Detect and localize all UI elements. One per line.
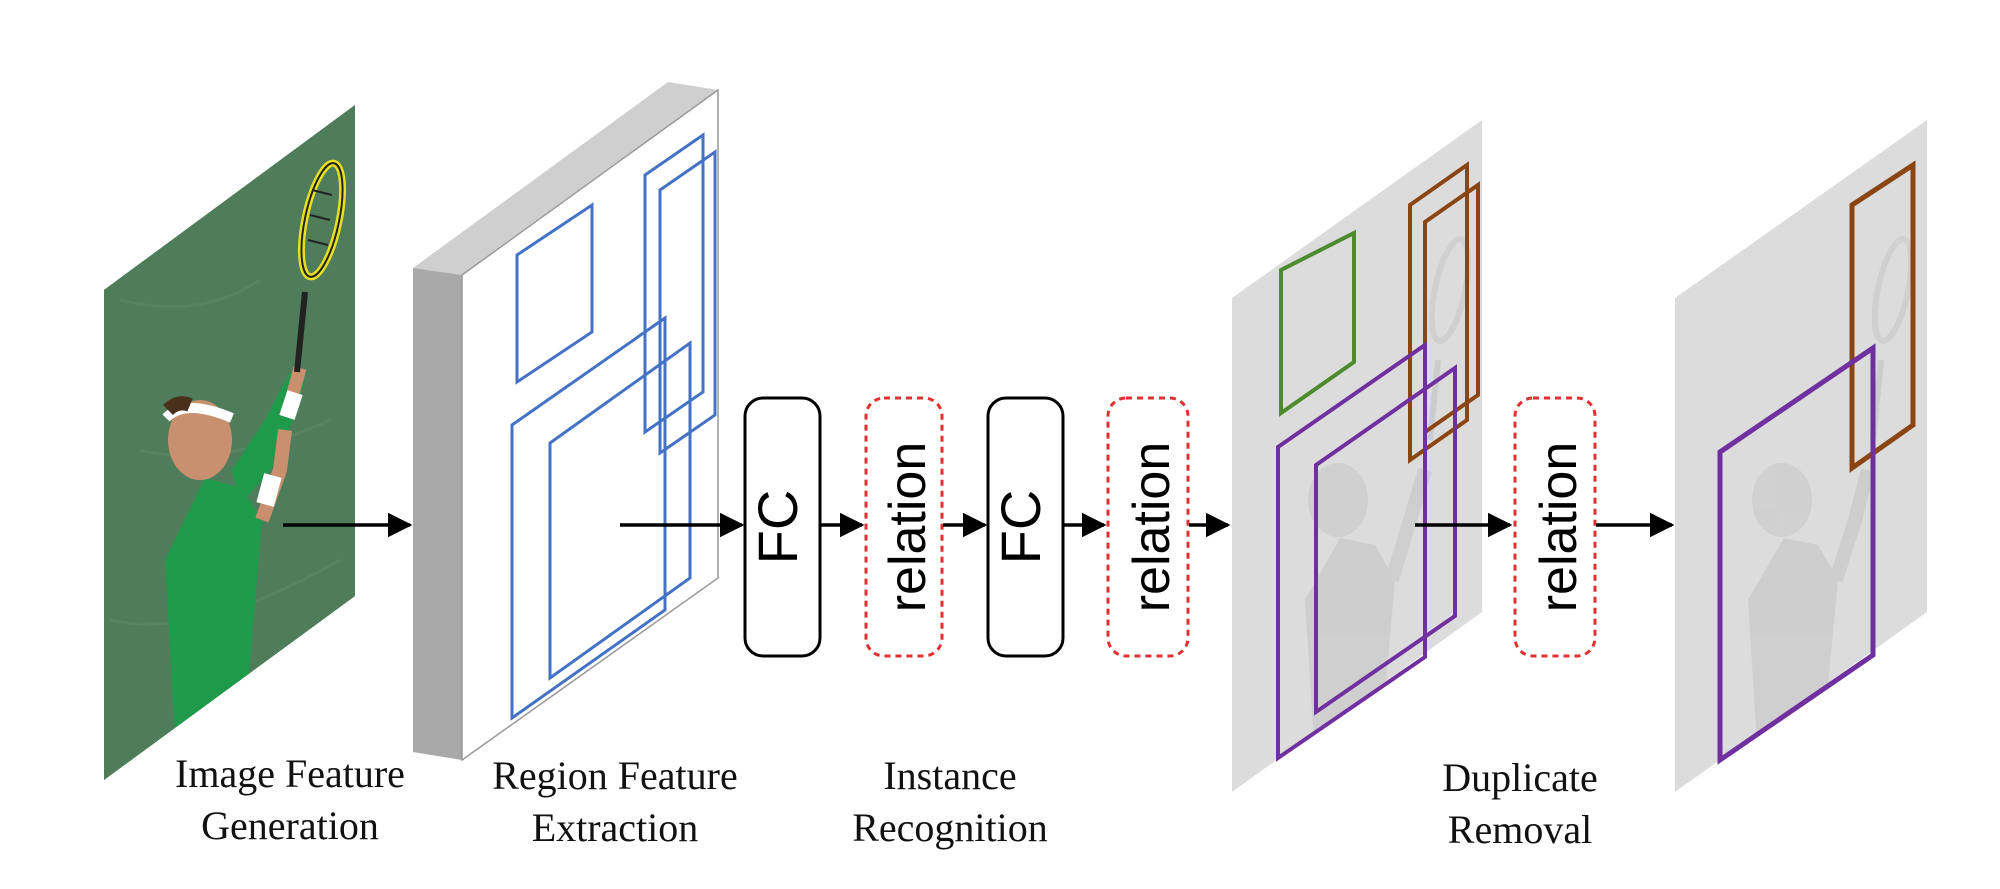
stage-label-region-feature-line1: Region Feature [492, 753, 738, 798]
proposal-box-2 [643, 132, 705, 435]
proposal-box-5 [548, 340, 692, 681]
stage-label-instance: Instance Recognition [800, 750, 1100, 854]
stage-label-duplicate-line1: Duplicate [1442, 755, 1598, 800]
stage-label-image-feature-line2: Generation [201, 803, 379, 848]
fc-module-1: FC [743, 396, 822, 658]
relation-module-3: relation [1513, 396, 1597, 658]
stage-label-duplicate-line2: Removal [1447, 807, 1593, 852]
stage-label-image-feature: Image Feature Generation [140, 748, 440, 852]
fc-1-label: FC [746, 490, 809, 565]
tennis-player-figure [162, 366, 307, 735]
fc-2-label: FC [989, 490, 1052, 565]
stage-label-instance-line2: Recognition [852, 805, 1048, 850]
stage-label-region-feature: Region Feature Extraction [465, 750, 765, 854]
fc-module-2: FC [986, 396, 1065, 658]
tennis-racket [294, 159, 347, 373]
detection-purple-box-2 [1314, 364, 1457, 716]
stage-label-instance-line1: Instance [883, 753, 1017, 798]
final-purple-box [1717, 343, 1876, 765]
detection-brown-box-1 [1408, 161, 1469, 464]
relation-module-2: relation [1106, 396, 1190, 658]
proposal-box-4 [510, 315, 667, 721]
stage-label-duplicate: Duplicate Removal [1370, 752, 1670, 856]
relation-2-label: relation [1123, 442, 1181, 613]
relation-3-label: relation [1530, 442, 1588, 613]
final-brown-box [1849, 160, 1916, 473]
detection-green-box [1279, 229, 1356, 417]
feature-map [413, 82, 719, 762]
detections-image [1232, 120, 1482, 792]
region-proposal-boxes [510, 132, 717, 721]
stage-label-image-feature-line1: Image Feature [175, 751, 405, 796]
final-image [1675, 120, 1927, 792]
detection-purple-box-1 [1276, 341, 1427, 762]
proposal-box-1 [515, 202, 594, 385]
input-image [104, 105, 355, 780]
relation-module-1: relation [864, 396, 944, 658]
stage-label-region-feature-line2: Extraction [531, 805, 699, 850]
relation-1-label: relation [879, 442, 937, 613]
